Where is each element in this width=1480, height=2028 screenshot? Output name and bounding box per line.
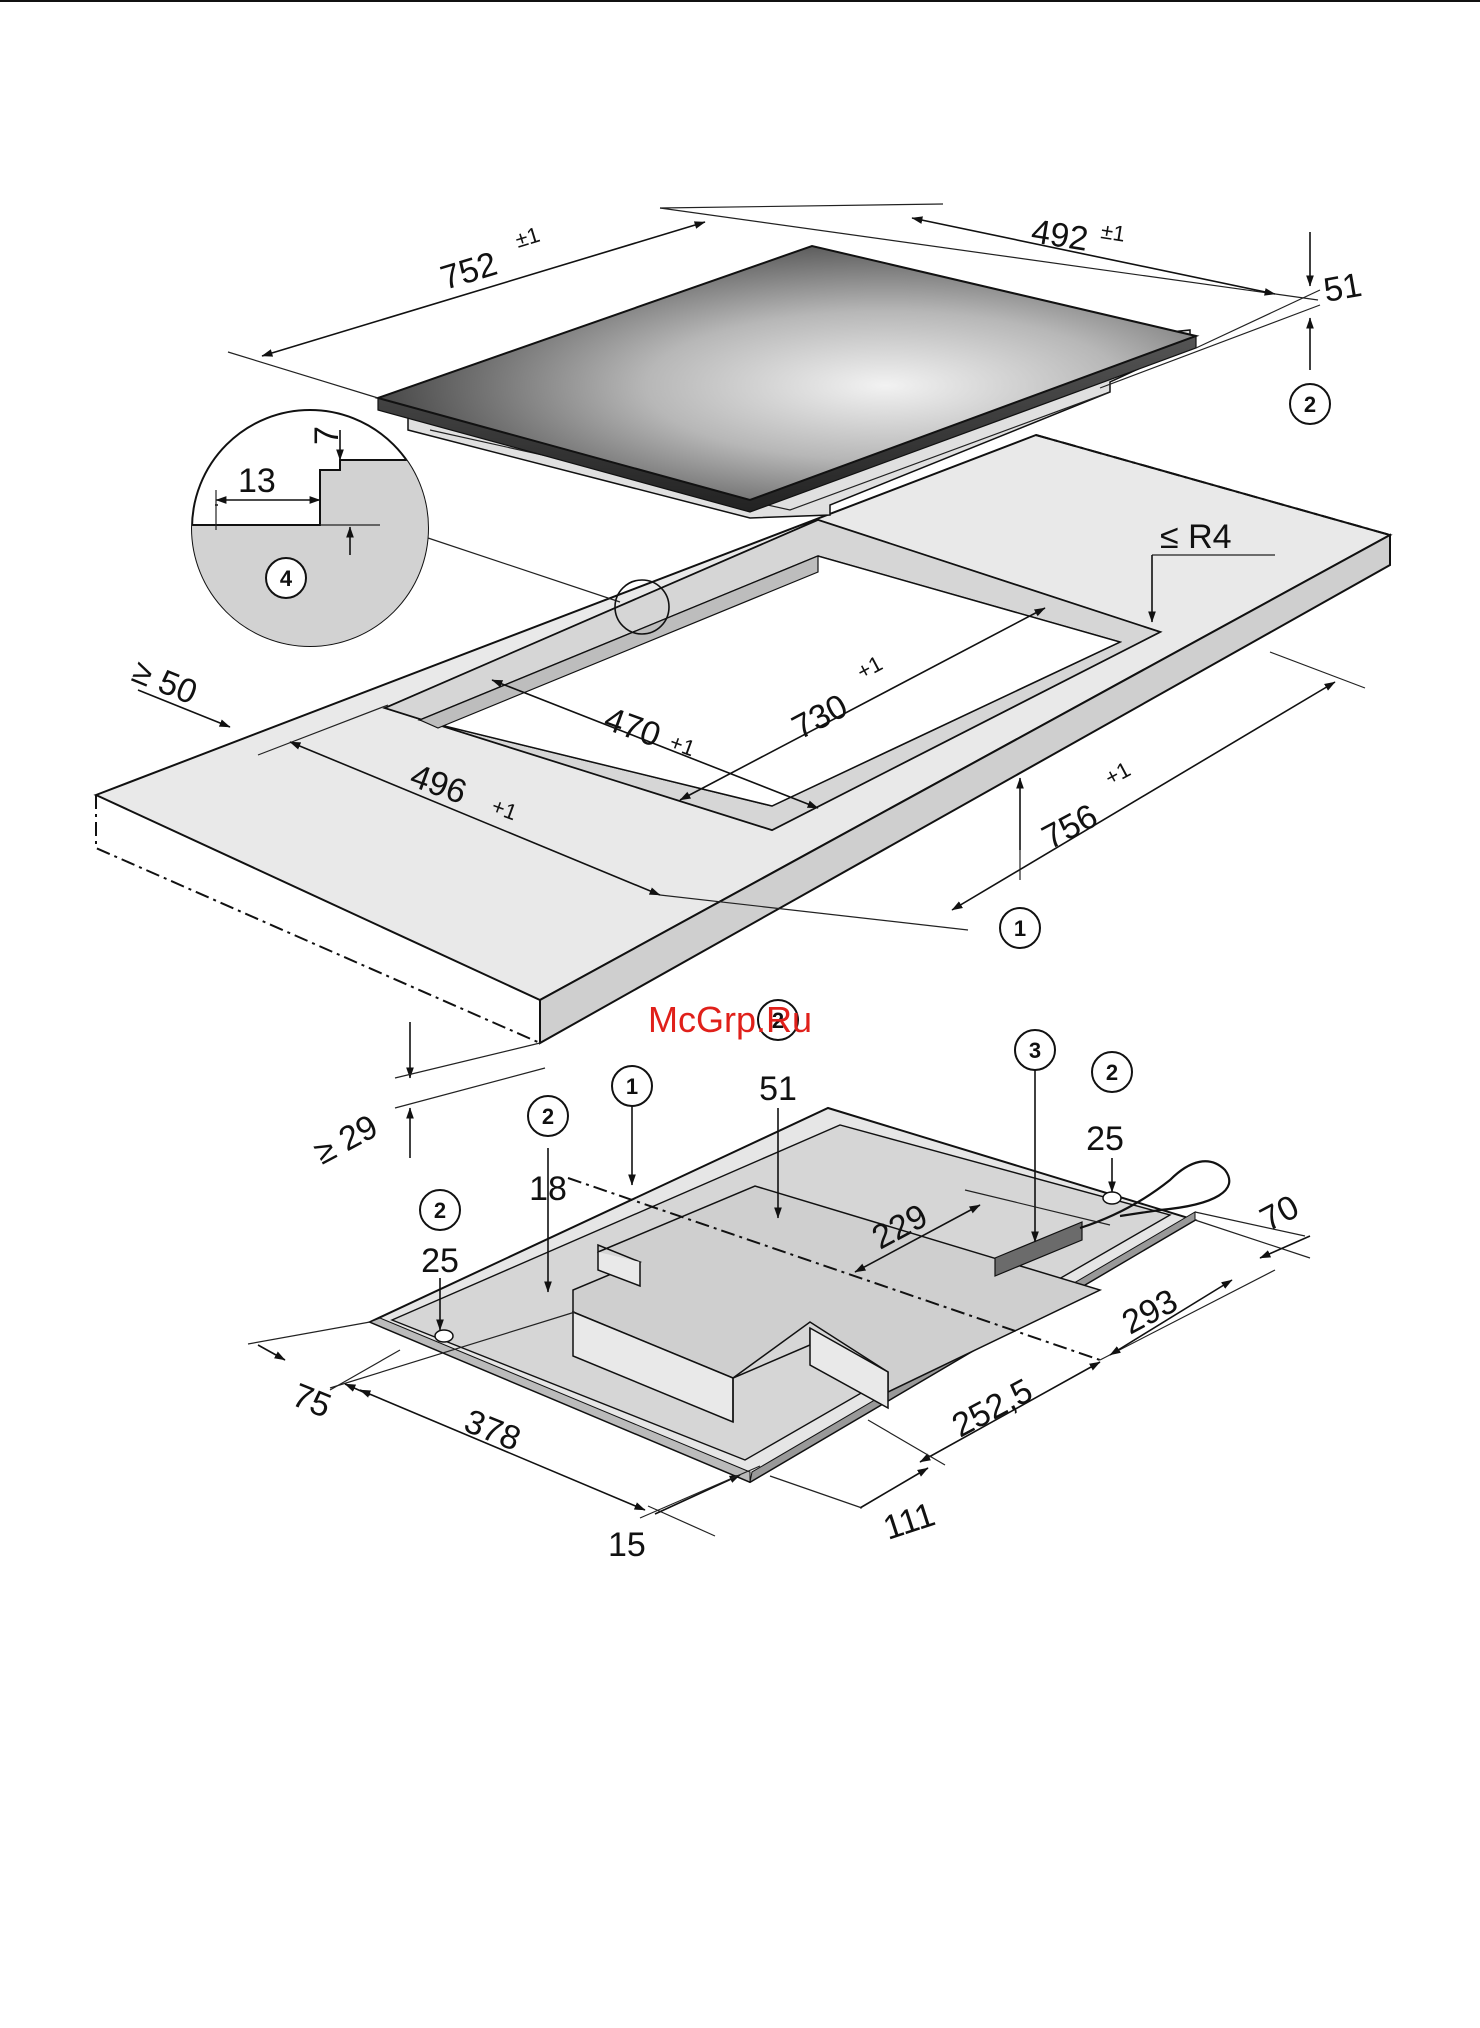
dim-752-tol: ±1 (512, 222, 543, 253)
callout-2-left: 2 (420, 1190, 460, 1230)
label-r4: ≤ R4 (1160, 518, 1232, 556)
foot-right (1103, 1192, 1121, 1204)
dim-line-75b (345, 1384, 370, 1395)
dim-29: ≥ 29 (308, 1108, 384, 1173)
dim-18: 18 (529, 1170, 567, 1208)
dim-51-top: 51 (1321, 266, 1365, 310)
dim-line-70 (1260, 1236, 1310, 1258)
dim-13: 13 (238, 462, 276, 500)
svg-text:2: 2 (1106, 1060, 1118, 1085)
callout-2-top: 2 (1290, 384, 1330, 424)
dim-293: 293 (1116, 1282, 1184, 1342)
dim-752: 752 (436, 245, 501, 298)
callout-1-underside: 1 (612, 1066, 652, 1106)
svg-text:3: 3 (1029, 1038, 1041, 1063)
dim-7: 7 (308, 426, 346, 445)
dim-756: 756 (1036, 797, 1104, 857)
svg-text:2: 2 (542, 1104, 554, 1129)
callout-2-left-upper: 2 (528, 1096, 568, 1136)
dim-line-75a (258, 1345, 285, 1360)
svg-text:1: 1 (626, 1074, 638, 1099)
detail-leader (428, 538, 620, 602)
dim-252-5: 252,5 (946, 1372, 1039, 1446)
dim-70: 70 (1254, 1188, 1305, 1239)
foot-left (435, 1330, 453, 1342)
svg-text:4: 4 (280, 566, 293, 591)
dim-75: 75 (287, 1376, 336, 1425)
dim-378: 378 (459, 1402, 526, 1458)
dim-line-15a (655, 1475, 740, 1514)
callout-2-right: 2 (1092, 1052, 1132, 1092)
dim-492-tol: ±1 (1099, 218, 1127, 246)
dim-492: 492 (1029, 212, 1091, 258)
dim-50: ≥ 50 (127, 652, 202, 712)
callout-3: 3 (1015, 1030, 1055, 1070)
dim-111: 111 (879, 1495, 940, 1547)
dim-25-left: 25 (421, 1242, 459, 1280)
svg-text:1: 1 (1014, 916, 1026, 941)
dim-756-tol: +1 (1101, 757, 1135, 791)
callout-1-worktop: 1 (1000, 908, 1040, 948)
dim-15: 15 (608, 1526, 646, 1564)
dim-51-underside: 51 (759, 1070, 797, 1108)
svg-text:2: 2 (434, 1198, 446, 1223)
dim-25-right: 25 (1086, 1120, 1124, 1158)
svg-text:2: 2 (1304, 392, 1316, 417)
watermark: McGrp.Ru (648, 999, 812, 1040)
